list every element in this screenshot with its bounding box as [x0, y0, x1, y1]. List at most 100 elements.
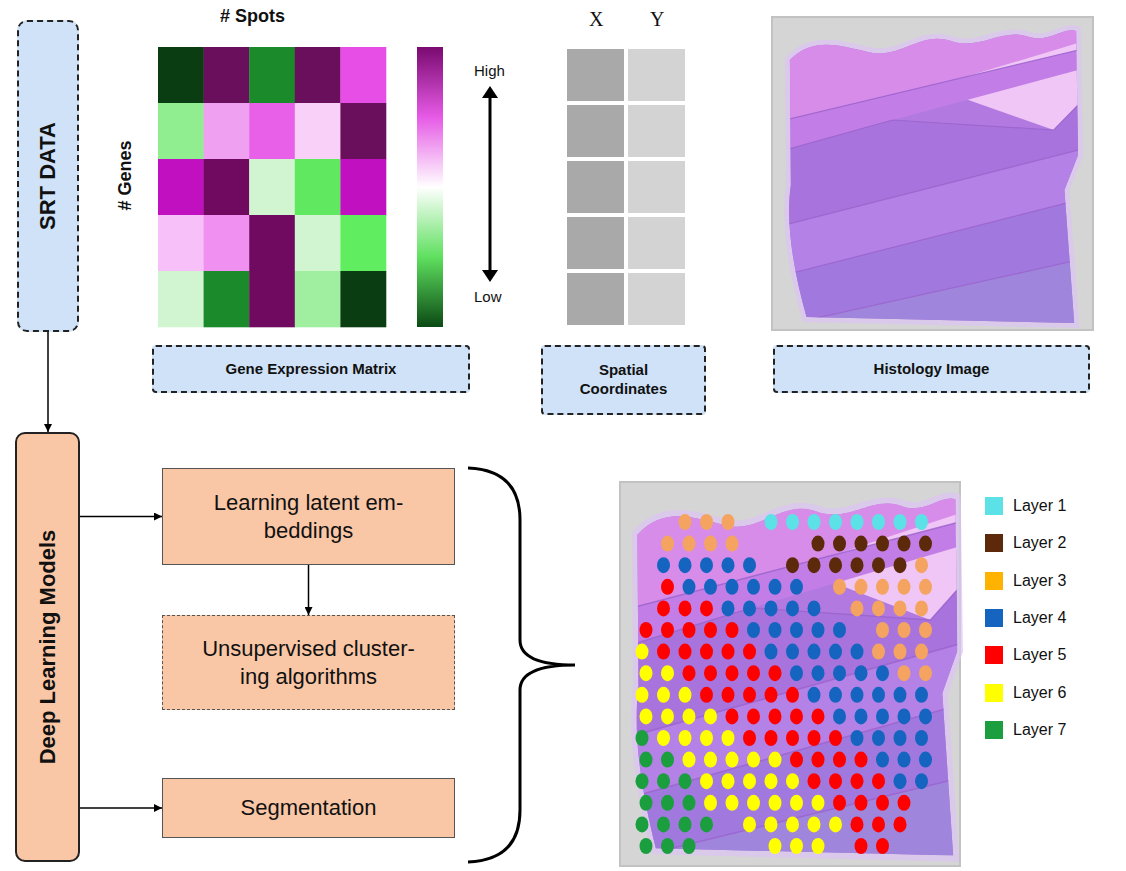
legend-text: Layer 1 [1013, 497, 1066, 515]
legend-row: Layer 1 [985, 497, 1066, 515]
spot-dot [808, 644, 821, 660]
spot-dot [915, 600, 928, 616]
spot-dot [876, 752, 889, 768]
spot-dot [765, 600, 778, 616]
spot-dot [636, 687, 649, 703]
spot-dot [876, 536, 889, 552]
spot-dot [683, 752, 696, 768]
heatmap-cell [158, 103, 204, 159]
node-text: SRT DATA [34, 122, 62, 230]
spot-dot [747, 665, 760, 681]
node-text: Spatial Coordinates [554, 361, 694, 399]
spot-dot [640, 752, 653, 768]
spot-dot [894, 687, 907, 703]
spot-dot [765, 687, 778, 703]
spot-dot [812, 838, 825, 854]
spot-dot [765, 730, 778, 746]
spot-dot [747, 795, 760, 811]
scale-label: High [474, 62, 505, 79]
column-header: Y [650, 8, 664, 31]
spot-dot [833, 579, 846, 595]
spot-dot [790, 752, 803, 768]
spot-dot [769, 838, 782, 854]
heatmap-cell [340, 47, 386, 103]
spot-dot [812, 752, 825, 768]
heatmap-cell [295, 47, 341, 103]
spot-dot [829, 816, 842, 832]
legend-row: Layer 7 [985, 721, 1066, 739]
spot-dot [683, 665, 696, 681]
spot-dot [808, 687, 821, 703]
data-label-box: Spatial Coordinates [541, 345, 706, 415]
spot-dot [829, 687, 842, 703]
spot-dot [915, 644, 928, 660]
spot-dot [726, 665, 739, 681]
spot-dot [894, 644, 907, 660]
spot-dot [915, 687, 928, 703]
spot-dot [790, 622, 803, 638]
spot-dot [743, 644, 756, 660]
spot-dot [743, 773, 756, 789]
spot-dot [700, 600, 713, 616]
column-header: X [589, 8, 603, 31]
spot-dot [743, 557, 756, 573]
node-text: Histology Image [874, 360, 990, 379]
legend-text: Layer 7 [1013, 721, 1066, 739]
spot-dot [786, 644, 799, 660]
legend-row: Layer 4 [985, 609, 1066, 627]
spot-dot [894, 557, 907, 573]
process-box: Unsupervised cluster- ing algorithms [162, 615, 455, 710]
legend-swatch [985, 534, 1003, 552]
spot-dot [833, 622, 846, 638]
spot-dot [765, 816, 778, 832]
spot-dot [679, 600, 692, 616]
spot-dot [808, 773, 821, 789]
spot-dot [898, 536, 911, 552]
arrow-connector [47, 332, 49, 432]
heatmap-cell [204, 159, 250, 215]
spot-dot [876, 708, 889, 724]
spot-dot [769, 579, 782, 595]
spot-dot [683, 579, 696, 595]
spot-dot [679, 644, 692, 660]
heatmap-cell [249, 47, 295, 103]
spot-dot [722, 644, 735, 660]
node-text: Deep Learning Models [34, 530, 62, 765]
spot-dot [722, 557, 735, 573]
spot-dots [636, 514, 933, 854]
spot-dot [872, 600, 885, 616]
spot-dot [726, 536, 739, 552]
coordinate-cell [628, 217, 685, 269]
spot-dot [851, 644, 864, 660]
spot-dot [769, 622, 782, 638]
spot-dot [726, 579, 739, 595]
spot-dot [704, 579, 717, 595]
legend-text: Layer 5 [1013, 646, 1066, 664]
spot-dot [808, 514, 821, 530]
spot-dot [790, 708, 803, 724]
spot-dot [919, 536, 932, 552]
spot-dot [808, 600, 821, 616]
spot-dot [661, 622, 674, 638]
spot-dot [786, 600, 799, 616]
spot-dot [769, 795, 782, 811]
heatmap-cell [249, 103, 295, 159]
heatmap-cell [249, 271, 295, 327]
heatmap-cell [295, 103, 341, 159]
spot-dot [661, 838, 674, 854]
spot-dot [704, 752, 717, 768]
spot-dot [657, 687, 670, 703]
coordinate-cell [567, 273, 624, 325]
data-label-box: Histology Image [773, 345, 1090, 393]
spot-dot [894, 600, 907, 616]
spot-dot [833, 536, 846, 552]
spot-dot [855, 665, 868, 681]
spot-dot [808, 557, 821, 573]
heatmap-cell [204, 103, 250, 159]
spot-dot [657, 816, 670, 832]
spot-dot [790, 665, 803, 681]
spot-dot [876, 838, 889, 854]
spot-dot [700, 514, 713, 530]
spot-dot [786, 687, 799, 703]
spot-dot [898, 795, 911, 811]
